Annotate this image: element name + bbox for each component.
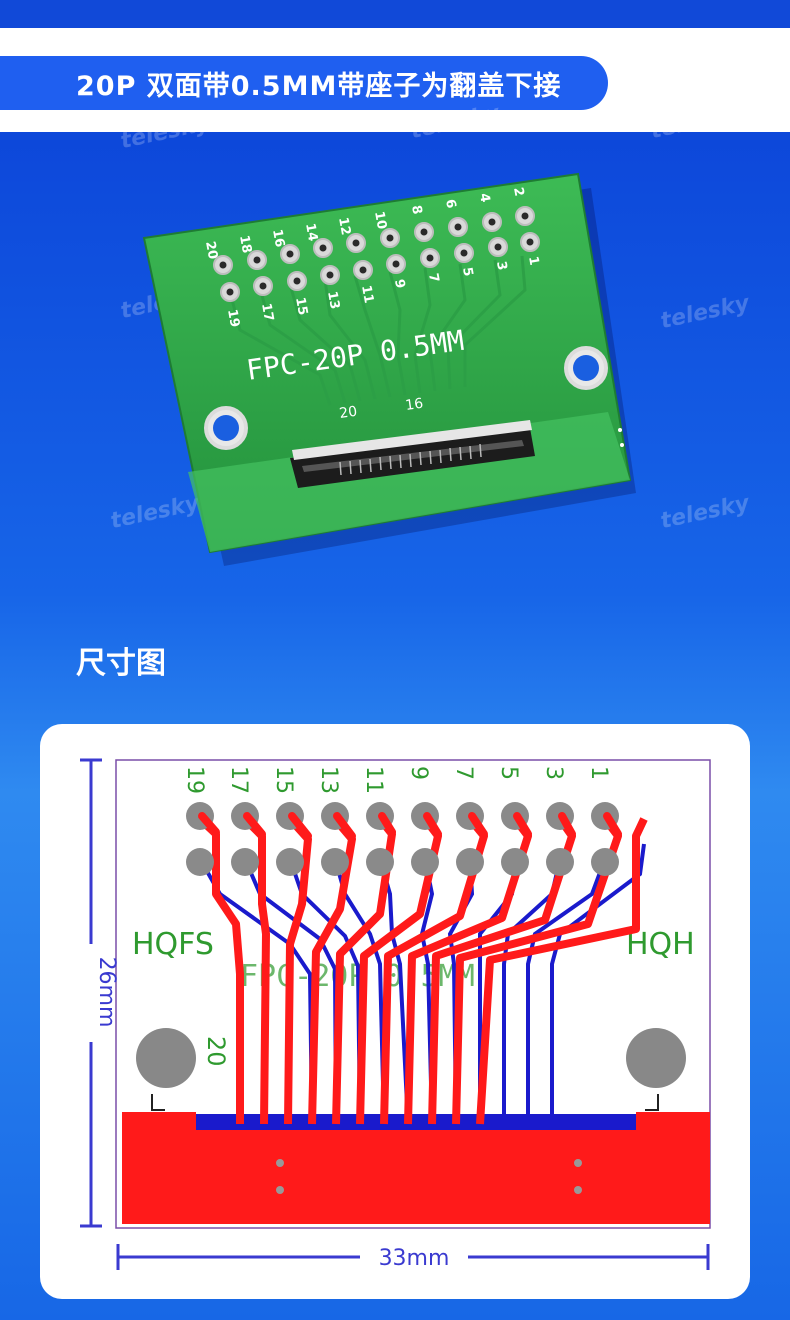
board-outline <box>115 759 711 1229</box>
mount-hole <box>136 1028 196 1088</box>
pin-label: 17 <box>226 766 251 794</box>
pin-label: 11 <box>358 284 376 304</box>
pin-label: 1 <box>586 766 611 780</box>
pin-label: 3 <box>493 260 509 272</box>
pin-label: 17 <box>258 302 276 322</box>
pin-label: 11 <box>361 766 386 794</box>
pin-label: 10 <box>371 210 389 230</box>
pin-label: 9 <box>391 278 407 290</box>
pin-label: 5 <box>496 766 521 780</box>
connector-mark: 20 <box>338 404 358 422</box>
section-title: 尺寸图 <box>76 646 166 681</box>
watermark: telesky <box>658 290 752 335</box>
pin-label: 1 <box>525 255 541 267</box>
height-dimension: 26mm <box>94 957 119 1028</box>
pin-label: 12 <box>335 216 353 236</box>
silkscreen-text: HQFS <box>132 927 214 962</box>
pin-label: 7 <box>451 766 476 780</box>
pin-label: 18 <box>236 234 254 254</box>
product-photo: 20 18 16 14 12 10 8 6 4 2 19 17 15 13 11… <box>142 172 636 566</box>
mount-hole <box>626 1028 686 1088</box>
pin-label: 6 <box>442 198 458 210</box>
pin-label: 19 <box>224 308 242 328</box>
top-strip <box>0 0 790 28</box>
pin-label: 14 <box>302 222 320 242</box>
pin-label: 13 <box>324 290 342 310</box>
connector-footprint <box>122 1112 710 1224</box>
pin-label: 19 <box>182 766 207 794</box>
dimension-drawing: 26mm 33mm HQFS HQH 20 FPC-20P 0.5MM 19 1… <box>80 758 711 1271</box>
title-banner: 20P 双面带0.5MM带座子为翻盖下接 <box>0 56 608 110</box>
silkscreen-text: HQH <box>626 927 695 962</box>
width-dimension: 33mm <box>379 1246 450 1271</box>
pin-label: 4 <box>476 192 492 204</box>
pin-label: 3 <box>541 766 566 780</box>
watermark: telesky <box>658 490 752 535</box>
pin-label: 8 <box>408 204 424 216</box>
pin-label: 13 <box>316 766 341 794</box>
connector-mark: 16 <box>404 396 424 414</box>
pin-label: 16 <box>269 228 287 248</box>
pin-label: 2 <box>510 186 526 198</box>
pin-label: 20 <box>202 240 220 260</box>
pin-label: 5 <box>459 266 475 278</box>
pin-label: 15 <box>292 296 310 316</box>
pin-label: 15 <box>271 766 296 794</box>
pin-label: 7 <box>425 272 441 284</box>
connector-mark: 20 <box>202 1036 230 1067</box>
page-title: 20P 双面带0.5MM带座子为翻盖下接 <box>76 70 562 102</box>
pin-label: 9 <box>406 766 431 780</box>
